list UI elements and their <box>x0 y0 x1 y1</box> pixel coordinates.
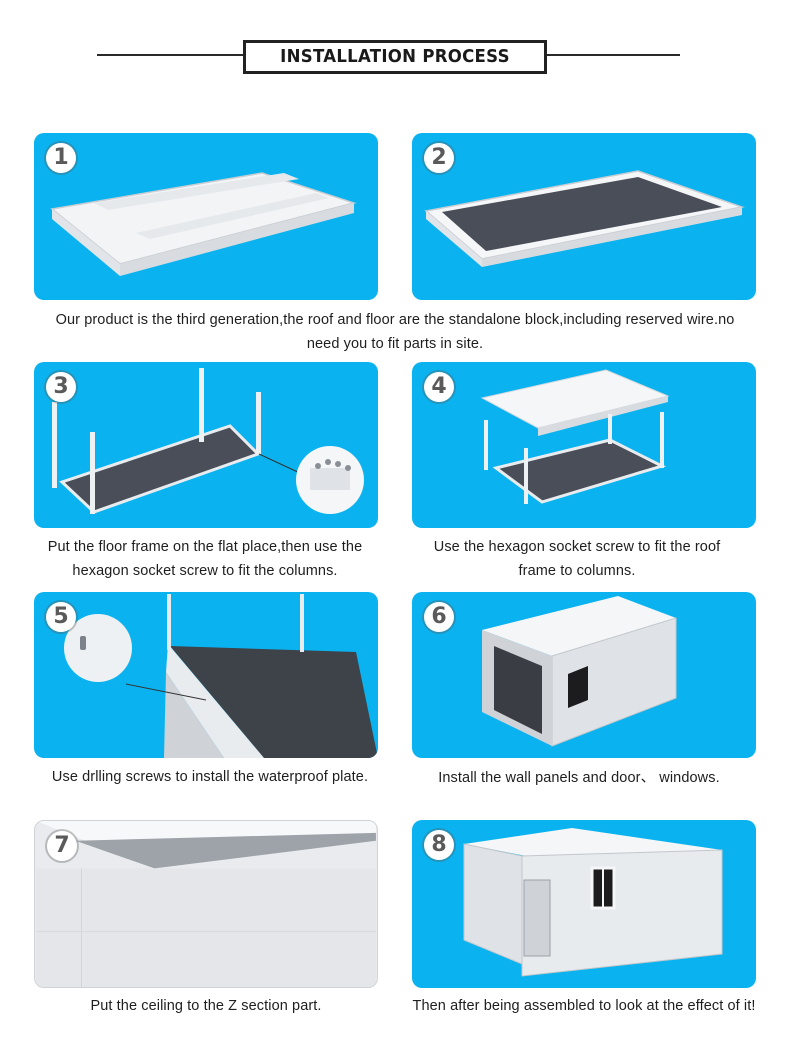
roof-panel-illustration <box>50 172 357 276</box>
assembled-container-illustration <box>463 828 723 977</box>
step-number-badge: 2 <box>424 143 454 173</box>
step-number-badge: 8 <box>424 830 454 860</box>
step-7-image: 7 <box>34 820 378 988</box>
page-title: INSTALLATION PROCESS <box>280 46 510 67</box>
step-number-badge: 7 <box>47 831 77 861</box>
floor-panel-illustration <box>424 170 745 267</box>
step-4-image: 4 <box>412 362 756 528</box>
step-3-caption: Put the floor frame on the flat place,th… <box>47 539 363 579</box>
step-number-badge: 1 <box>46 143 76 173</box>
header-rule-right <box>547 54 680 56</box>
step-6-image: 6 <box>412 592 756 758</box>
step-3-image: 3 <box>34 362 378 528</box>
step-number-badge: 6 <box>424 602 454 632</box>
shared-caption-steps-1-2: Our product is the third generation,the … <box>55 312 735 352</box>
waterproof-plate-illustration <box>64 594 378 758</box>
step-2-image: 2 <box>412 133 756 300</box>
floor-frame-columns-illustration <box>52 368 364 514</box>
wall-panels-illustration <box>482 596 677 747</box>
step-4-caption: Use the hexagon socket screw to fit the … <box>433 539 721 579</box>
step-8-caption: Then after being assembled to look at th… <box>412 998 756 1014</box>
step-8-image: 8 <box>412 820 756 988</box>
header-title-frame <box>243 40 547 74</box>
step-7-caption: Put the ceiling to the Z section part. <box>90 998 322 1014</box>
step-number-badge: 4 <box>424 372 454 402</box>
ceiling-z-section-illustration <box>36 821 376 987</box>
step-number-badge: 3 <box>46 372 76 402</box>
step-1-image: 1 <box>34 133 378 300</box>
step-number-badge: 5 <box>46 602 76 632</box>
section-header: INSTALLATION PROCESS <box>0 0 790 90</box>
roof-on-columns-illustration <box>480 369 670 504</box>
step-6-caption: Install the wall panels and door、 window… <box>438 770 720 786</box>
step-5-image: 5 <box>34 592 378 758</box>
step-5-caption: Use drlling screws to install the waterp… <box>51 769 369 785</box>
header-rule-left <box>97 54 243 56</box>
